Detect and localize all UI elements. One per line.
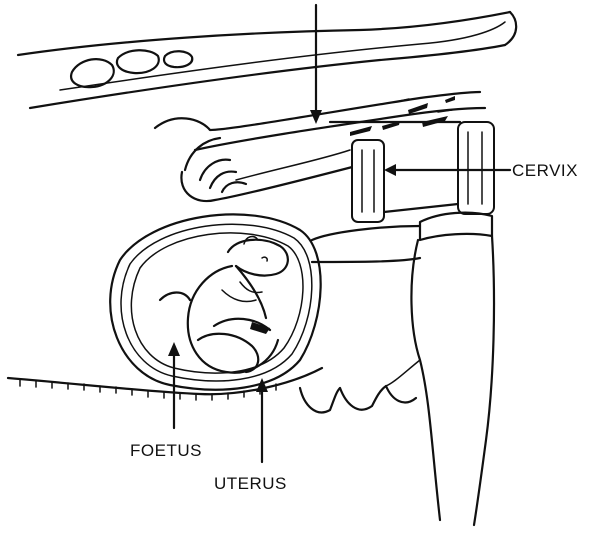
cervix-structure xyxy=(330,122,494,222)
rectum xyxy=(18,12,516,108)
label-foetus: FOETUS xyxy=(130,441,202,460)
label-uterus: UTERUS xyxy=(214,474,287,493)
cervix-pointer-arrowhead xyxy=(384,164,396,176)
top-pointer-arrowhead xyxy=(310,110,322,124)
bladder-udder xyxy=(300,213,494,525)
vaginal-tract xyxy=(155,92,485,201)
foetus xyxy=(160,237,288,373)
foetus-pointer-arrowhead xyxy=(168,342,180,356)
label-cervix: CERVIX xyxy=(512,161,578,180)
uterus xyxy=(110,214,320,389)
